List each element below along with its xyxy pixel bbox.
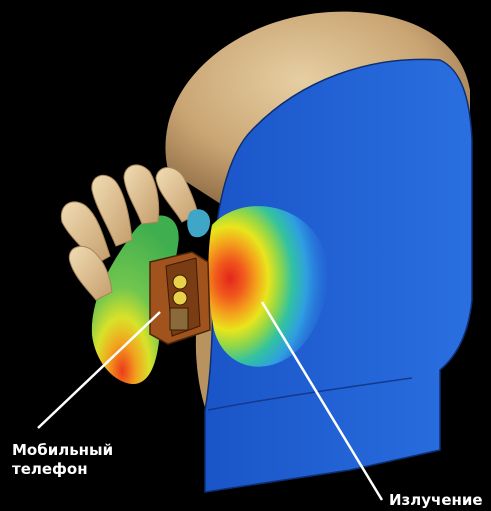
phone-label-line1: Мобильный (12, 441, 113, 460)
radiation-label: Излучение (389, 491, 483, 510)
fingertip-heat (187, 209, 210, 237)
finger-3 (124, 165, 159, 224)
mobile-phone (150, 252, 210, 344)
phone-label: Мобильный телефон (12, 441, 113, 479)
phone-label-line2: телефон (12, 460, 113, 479)
